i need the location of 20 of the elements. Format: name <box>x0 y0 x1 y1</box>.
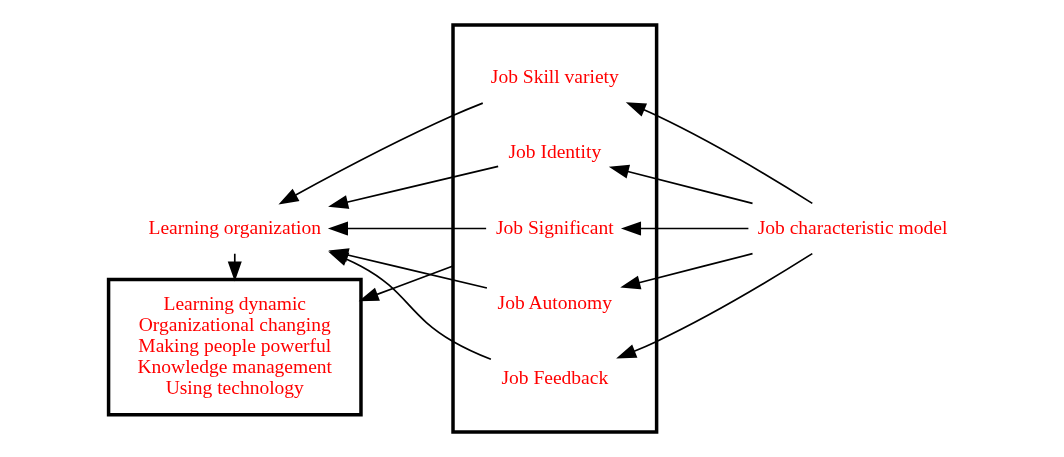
arrow <box>277 102 484 205</box>
arrow <box>327 251 492 361</box>
cluster <box>450 23 658 434</box>
arrow <box>227 252 242 282</box>
node-text: Job Autonomy <box>497 291 612 313</box>
node-text: Job characteristic model <box>757 216 947 238</box>
node-text: Job Skill variety <box>490 66 619 88</box>
arrow <box>327 165 499 209</box>
node-text: Job Identity <box>507 141 601 163</box>
arrow <box>620 221 749 236</box>
node-text: Learning organization <box>148 216 321 238</box>
node-text: Job Feedback <box>500 367 608 389</box>
arrow <box>327 221 487 236</box>
arrow <box>619 252 753 290</box>
node-text: Job Significant <box>495 216 614 238</box>
node-box: Learning dynamic Organizational changing Making people powerful Knowledge management Using technology <box>106 277 363 417</box>
arrow <box>625 102 813 205</box>
arrow <box>608 164 753 205</box>
arrow <box>615 252 813 359</box>
arrow <box>358 265 454 302</box>
